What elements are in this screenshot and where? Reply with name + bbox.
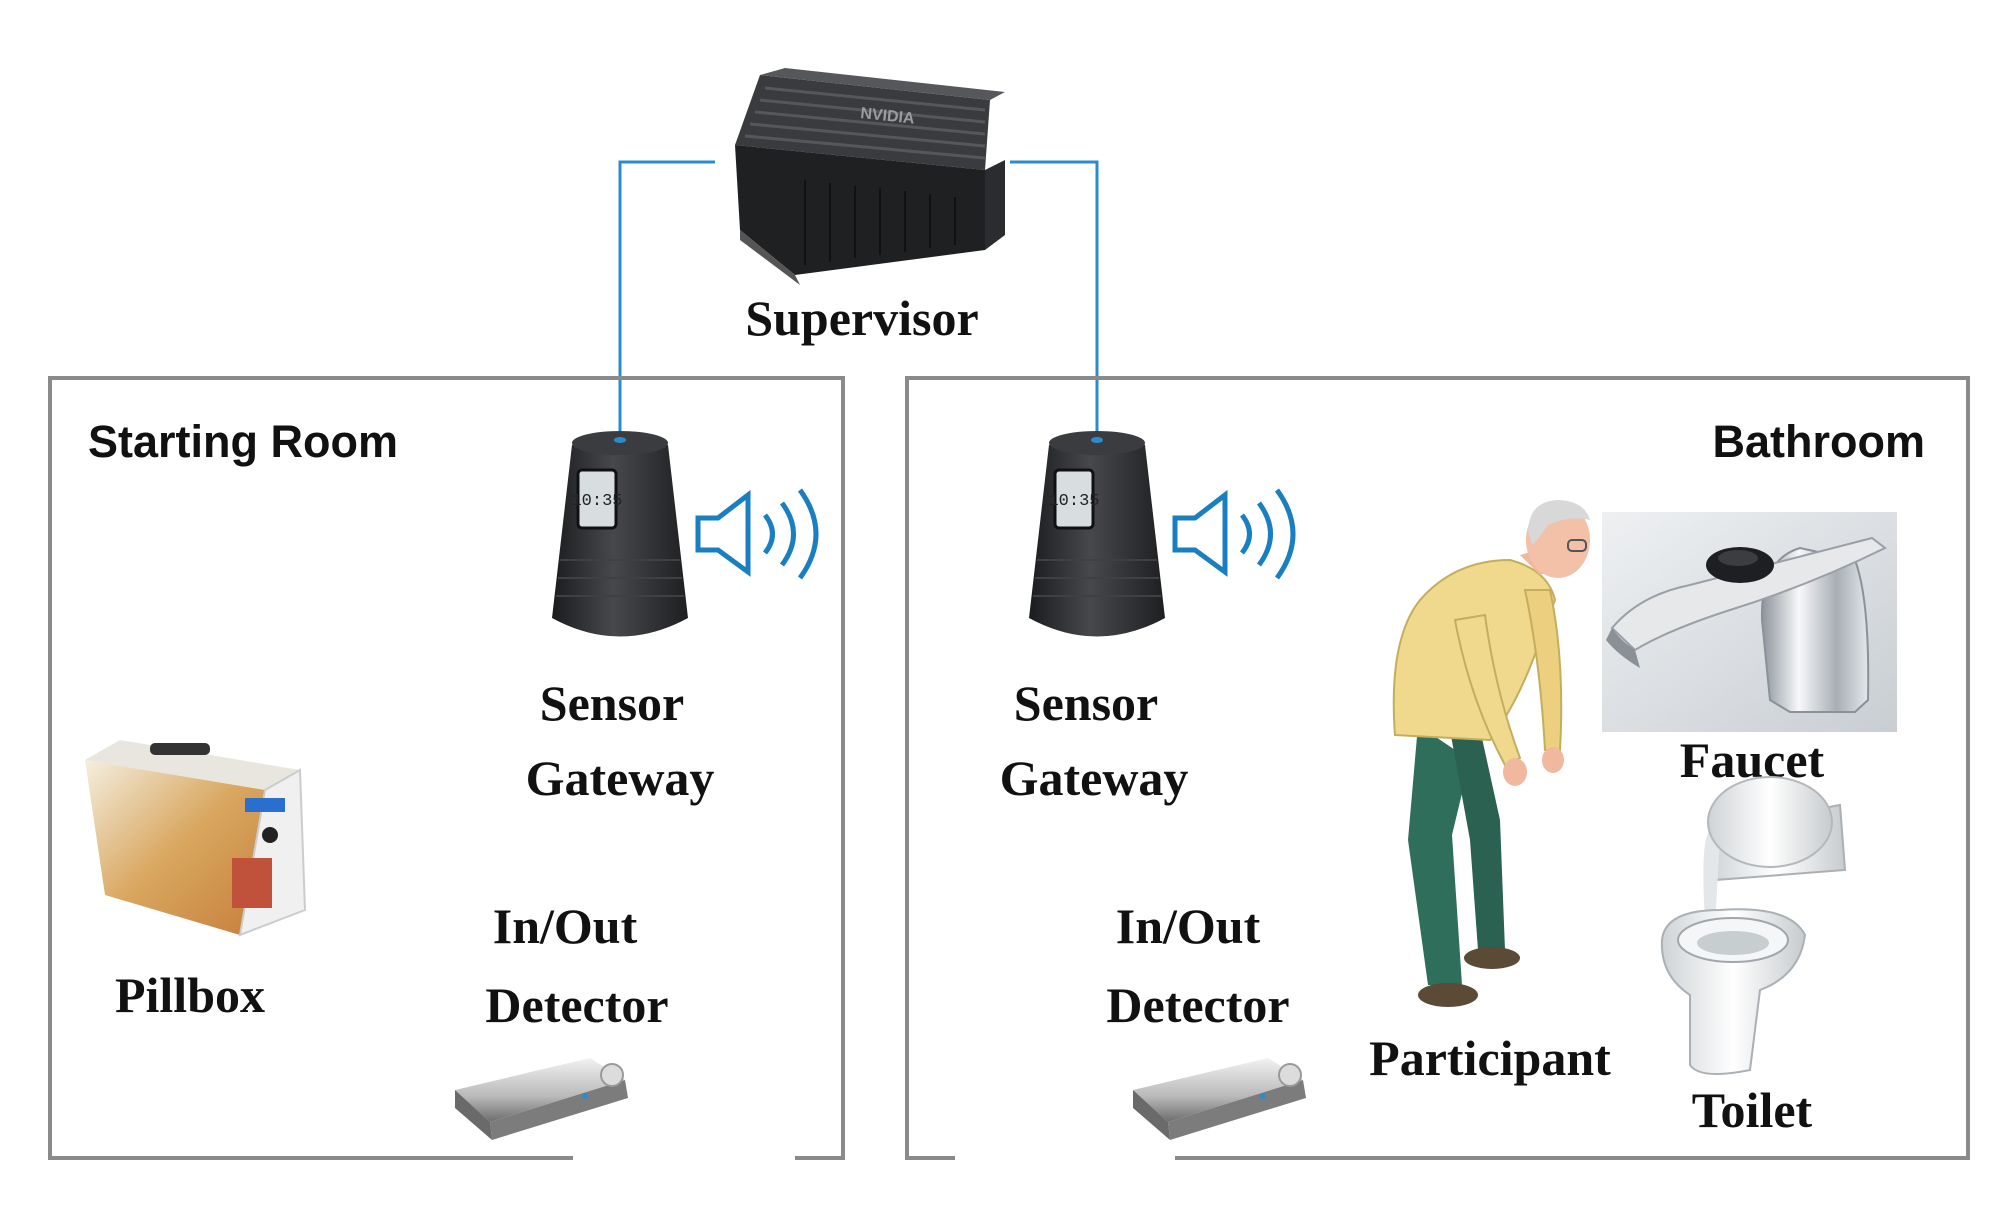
starting-detector-label-line1: In/Out: [493, 898, 638, 954]
speaker-wave-icon: [695, 488, 819, 580]
toilet-label: Toilet: [1692, 1082, 1813, 1138]
speaker-wave-icon: [1172, 488, 1296, 580]
starting-gateway-clock: 10:35: [571, 492, 622, 511]
participant-label: Participant: [1369, 1030, 1611, 1086]
bathroom-gateway-clock: 10:35: [1048, 492, 1099, 511]
bathroom-gateway-label-line1: Sensor: [1014, 675, 1158, 731]
starting-room-title: Starting Room: [88, 416, 398, 467]
faucet-image: [1602, 512, 1897, 732]
participant-figure: [1392, 500, 1590, 1007]
connection-lines: [618, 160, 1099, 440]
starting-sensor-gateway-device: 10:35: [552, 431, 688, 637]
bathroom-gateway-label-line2: Gateway: [1000, 750, 1189, 806]
link-supervisor-to-bathroom-gateway: [1010, 160, 1099, 440]
bathroom-sensor-gateway-device: 10:35: [1029, 431, 1165, 637]
bathroom-detector-label-line2: Detector: [1106, 977, 1289, 1033]
starting-detector-label-line2: Detector: [485, 977, 668, 1033]
toilet-image: [1660, 776, 1847, 1075]
starting-room-frame: [48, 376, 845, 1160]
supervisor-device: NVIDIA: [735, 68, 1005, 285]
bathroom-frame: [905, 376, 1970, 1160]
pillbox-device: [85, 740, 307, 937]
starting-gateway-label-line1: Sensor: [540, 675, 684, 731]
pillbox-label: Pillbox: [115, 967, 265, 1023]
supervisor-brand: NVIDIA: [860, 105, 916, 128]
supervisor-label: Supervisor: [745, 290, 978, 346]
link-supervisor-to-starting-gateway: [618, 160, 715, 440]
bathroom-detector-label-line1: In/Out: [1116, 898, 1261, 954]
bathroom-in-out-detector-device: [1133, 1058, 1306, 1140]
starting-gateway-label-line2: Gateway: [526, 750, 715, 806]
starting-in-out-detector-device: [455, 1058, 628, 1140]
bathroom-title: Bathroom: [1713, 416, 1926, 467]
